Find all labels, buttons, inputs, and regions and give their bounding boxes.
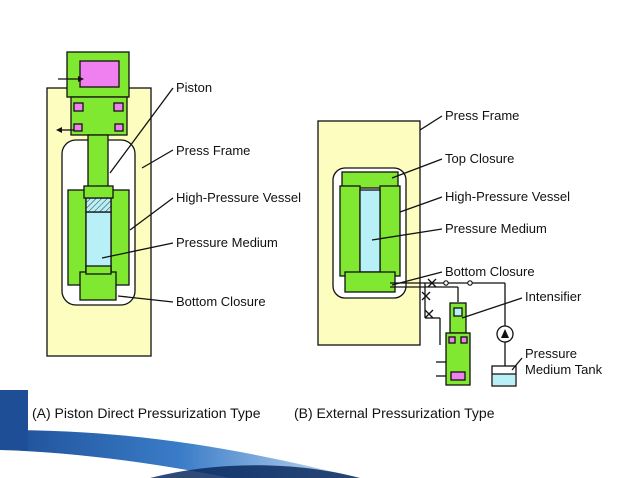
pressure-plug-hatched — [85, 197, 112, 213]
valve-icon-3 — [424, 309, 434, 319]
bottom-closure-b — [344, 271, 396, 293]
top-closure-b — [341, 171, 399, 189]
hp-vessel-b-right — [379, 185, 401, 277]
bottom-closure-a — [79, 271, 117, 301]
valve-icon-2 — [421, 291, 431, 301]
label-bottom-closure-b: Bottom Closure — [445, 264, 535, 279]
piston-head — [79, 60, 120, 88]
diagram-b: Press Frame Top Closure High-Pressure Ve… — [317, 108, 603, 387]
inlet-arrow-icon — [78, 76, 84, 82]
label-top-closure-b: Top Closure — [445, 151, 514, 166]
label-press-frame-a: Press Frame — [176, 143, 250, 158]
label-piston: Piston — [176, 80, 212, 95]
label-pressure-medium-b: Pressure Medium — [445, 221, 547, 236]
decorative-ribbon — [0, 390, 360, 478]
caption-a: (A) Piston Direct Pressurization Type — [32, 405, 261, 421]
label-bottom-closure-a: Bottom Closure — [176, 294, 266, 309]
label-tank-line2: Medium Tank — [525, 362, 603, 377]
caption-b: (B) External Pressurization Type — [294, 405, 495, 421]
label-intensifier: Intensifier — [525, 289, 582, 304]
label-press-frame-b: Press Frame — [445, 108, 519, 123]
intensifier — [445, 302, 471, 386]
diagram-a: Piston Press Frame High-Pressure Vessel … — [46, 51, 301, 357]
label-hp-vessel-b: High-Pressure Vessel — [445, 189, 570, 204]
piston-assembly — [66, 51, 130, 196]
outlet-arrow-icon — [56, 127, 62, 133]
hp-vessel-b-left — [339, 185, 361, 277]
label-pressure-medium-a: Pressure Medium — [176, 235, 278, 250]
pressure-medium-a — [85, 211, 112, 273]
label-tank-line1: Pressure — [525, 346, 577, 361]
valve-icon — [427, 278, 437, 288]
pressure-medium-b — [359, 189, 381, 273]
label-hp-vessel-a: High-Pressure Vessel — [176, 190, 301, 205]
hp-vessel-a — [67, 185, 130, 286]
